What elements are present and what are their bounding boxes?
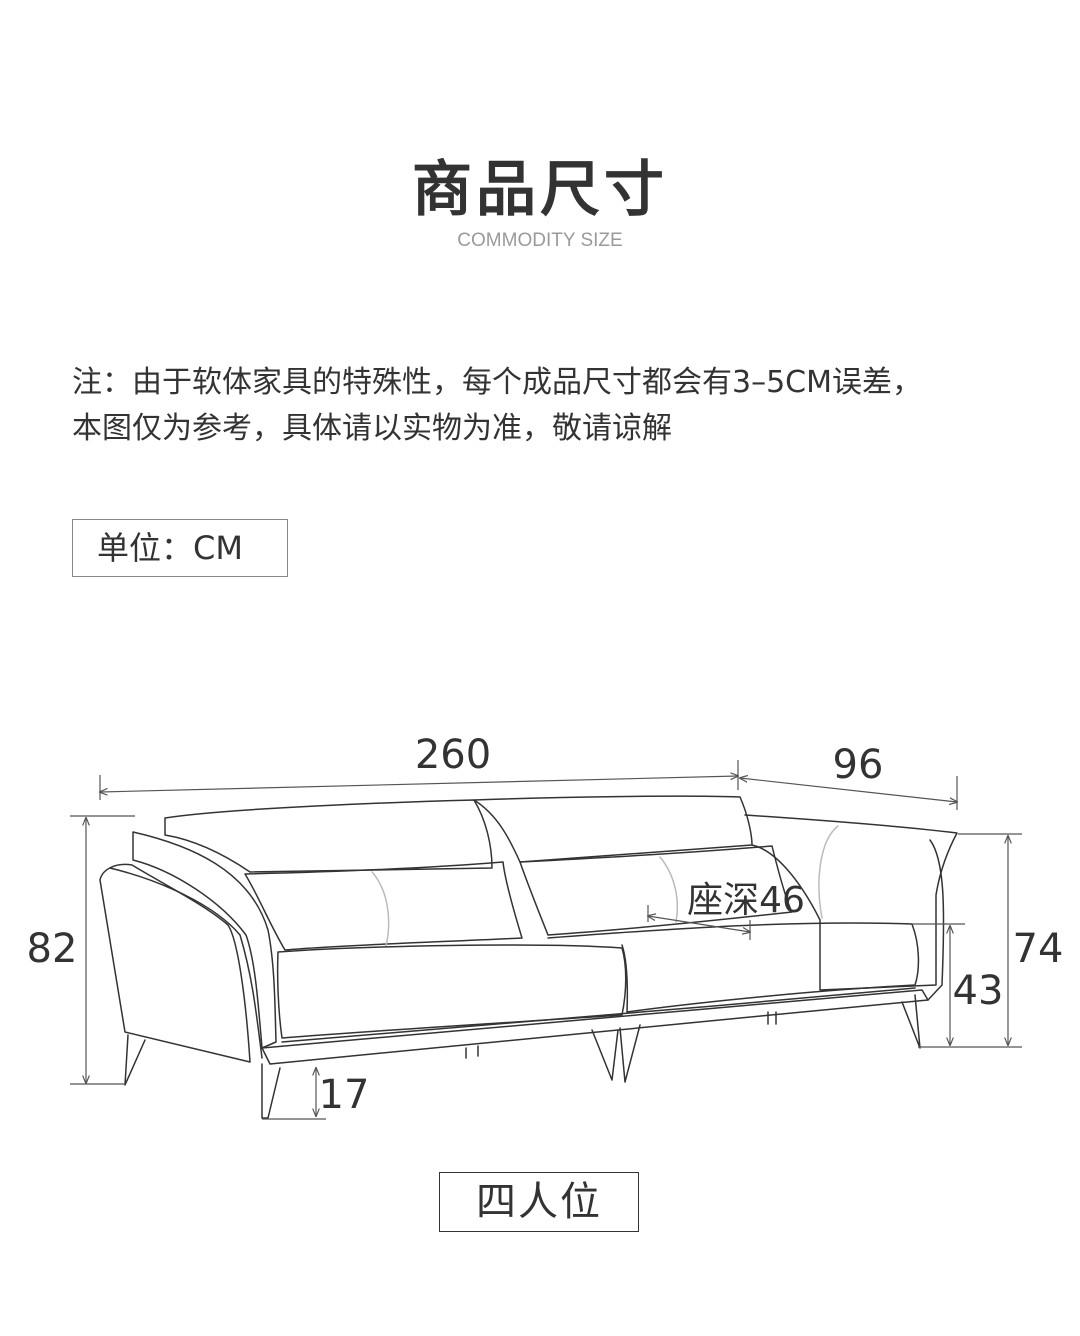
right-arm-seam — [818, 825, 839, 919]
page-subtitle: COMMODITY SIZE — [457, 230, 623, 251]
base-foot-1 — [465, 1045, 479, 1059]
sofa-base — [261, 989, 929, 1065]
right-arm-front — [927, 839, 945, 1001]
disclaimer-line-1: 注：由于软体家具的特殊性，每个成品尺寸都会有3–5CM误差， — [72, 365, 923, 400]
left-arm-piping — [109, 867, 263, 1059]
left-arm-shell — [99, 863, 251, 1063]
left-arm-cushion — [132, 831, 277, 1049]
dim-seat-height-label: 43 — [953, 968, 1004, 1014]
dimension-lines — [70, 760, 1022, 1120]
page-title: 商品尺寸 — [412, 155, 668, 225]
sofa-dimension-diagram: 260 96 82 74 43 座深46 17 — [27, 732, 1064, 1120]
dim-seat-depth-label: 座深46 — [687, 880, 805, 921]
dim-width-line — [100, 776, 738, 792]
back-cushion-right — [473, 795, 753, 863]
dim-depth-label: 96 — [833, 742, 884, 788]
dim-height-label: 82 — [27, 926, 78, 972]
pillow-right-seam — [659, 856, 679, 923]
disclaimer-line-2: 本图仅为参考，具体请以实物为准，敬请谅解 — [72, 411, 672, 446]
dim-width-label: 260 — [415, 732, 491, 778]
sofa-drawing — [99, 795, 958, 1119]
dim-seat-depth-line — [648, 916, 750, 932]
dim-leg-height-label: 17 — [319, 1072, 370, 1118]
seat-type-label: 四人位 — [439, 1172, 639, 1232]
leg-center-left — [591, 1029, 619, 1081]
disclaimer-note: 注：由于软体家具的特殊性，每个成品尺寸都会有3–5CM误差， 本图仅为参考，具体… — [72, 360, 1032, 452]
leg-back-left — [124, 1034, 146, 1086]
leg-front-left — [261, 1063, 281, 1119]
unit-label: 单位：CM — [72, 519, 288, 577]
sofa-base-inner — [281, 987, 916, 1043]
throw-pillow-right — [519, 845, 793, 936]
pillow-left-seam — [371, 871, 390, 947]
base-foot-2 — [767, 1011, 777, 1025]
back-cushion-left — [164, 799, 493, 873]
seat-cushion-right — [547, 922, 920, 1013]
dim-depth-line — [740, 778, 957, 802]
throw-pillow-left — [244, 861, 523, 951]
leg-center-right — [619, 1024, 641, 1083]
leg-right — [901, 994, 921, 1049]
seat-cushion-left — [276, 944, 627, 1039]
right-back-panel — [744, 814, 958, 991]
dim-arm-height-label: 74 — [1013, 926, 1064, 972]
